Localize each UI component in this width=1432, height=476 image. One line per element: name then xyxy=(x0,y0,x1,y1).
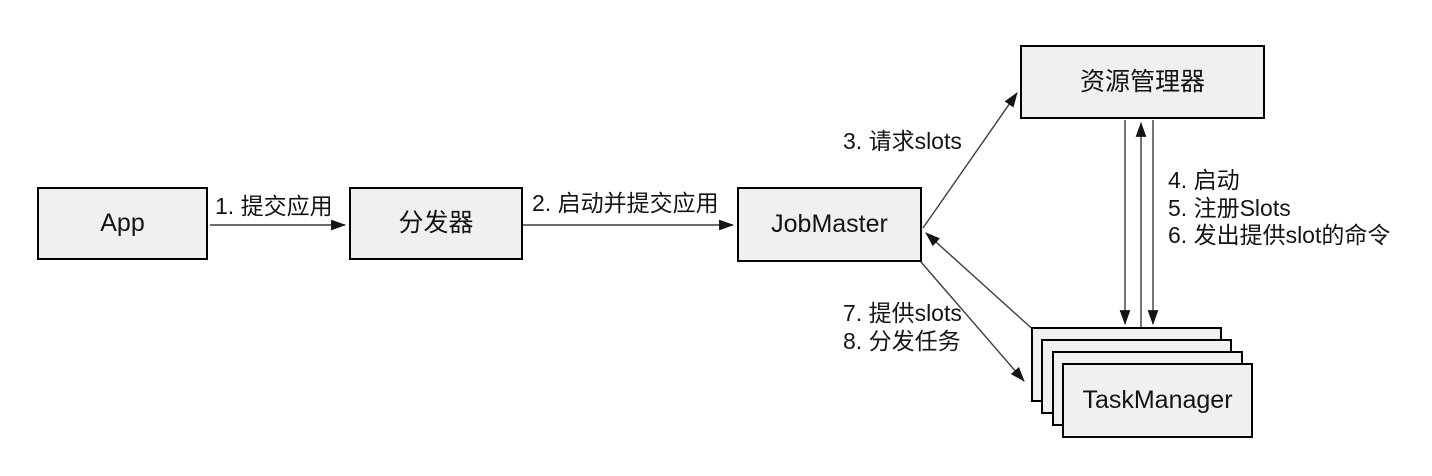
node-jobmaster: JobMaster xyxy=(737,187,922,262)
node-resource-manager-label: 资源管理器 xyxy=(1079,67,1205,96)
edge-label-start-and-submit-app: 2. 启动并提交应用 xyxy=(532,190,719,216)
node-taskmanager-label: TaskManager xyxy=(1082,386,1233,414)
node-jobmaster-label: JobMaster xyxy=(771,210,888,238)
node-app: App xyxy=(37,187,208,260)
edge-label-request-slots: 3. 请求slots xyxy=(843,128,962,154)
node-resource-manager: 资源管理器 xyxy=(1020,45,1265,119)
node-taskmanager: TaskManager xyxy=(1062,363,1253,438)
edge-label-submit-app: 1. 提交应用 xyxy=(215,193,333,219)
edge-label-group-4-5-6: 4. 启动 5. 注册Slots 6. 发出提供slot的命令 xyxy=(1168,167,1390,250)
node-dispatcher-label: 分发器 xyxy=(398,209,474,237)
edge-label-start: 4. 启动 xyxy=(1168,167,1240,193)
edge-label-offer-slot-command: 6. 发出提供slot的命令 xyxy=(1168,222,1391,248)
node-app-label: App xyxy=(100,209,145,237)
edge-label-register-slots: 5. 注册Slots xyxy=(1168,194,1291,221)
node-dispatcher: 分发器 xyxy=(349,187,523,260)
edge-label-group-7-8: 7. 提供slots 8. 分发任务 xyxy=(843,300,962,355)
edge-label-dispatch-tasks: 8. 分发任务 xyxy=(843,327,961,354)
edge-label-offer-slots: 7. 提供slots xyxy=(843,300,962,326)
arrow-request-slots xyxy=(922,92,1018,229)
